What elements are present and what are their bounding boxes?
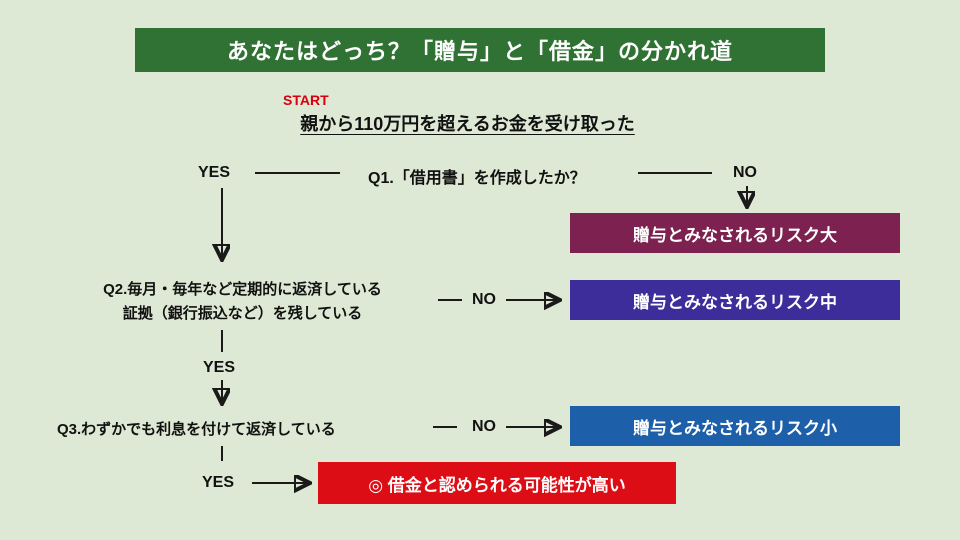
q1-yes-label: YES xyxy=(198,164,231,181)
q2-question-line1: Q2.毎月・毎年など定期的に返済している xyxy=(103,281,382,298)
page-title: あなたはどっち？「贈与」と「借金」の分かれ道 xyxy=(226,39,733,64)
result-risk-high-label: 贈与とみなされるリスク大 xyxy=(633,225,837,245)
q2-question: Q2.毎月・毎年など定期的に返済している 証拠（銀行振込など）を残している xyxy=(40,278,445,326)
q3-yes-label: YES xyxy=(202,474,235,491)
result-risk-mid-label: 贈与とみなされるリスク中 xyxy=(633,292,837,312)
q1-no-label: NO xyxy=(733,164,757,181)
q2-no-label: NO xyxy=(472,291,496,308)
q2-yes-label: YES xyxy=(203,359,236,376)
q3-question: Q3.わずかでも利息を付けて返済している xyxy=(57,421,336,438)
result-risk-low-label: 贈与とみなされるリスク小 xyxy=(633,418,837,438)
start-label: START xyxy=(283,92,329,108)
q2-question-line2: 証拠（銀行振込など）を残している xyxy=(122,305,363,322)
start-statement: 親から110万円を超えるお金を受け取った xyxy=(300,114,635,134)
result-risk-mid: 贈与とみなされるリスク中 xyxy=(570,280,900,320)
q1-question: Q1.「借用書」を作成したか？ xyxy=(368,170,586,187)
title-banner: あなたはどっち？「贈与」と「借金」の分かれ道 xyxy=(135,28,825,72)
result-loan: ◎ 借金と認められる可能性が高い xyxy=(318,462,676,504)
result-loan-label: ◎ 借金と認められる可能性が高い xyxy=(368,475,626,495)
q3-no-label: NO xyxy=(472,418,496,435)
result-risk-high: 贈与とみなされるリスク大 xyxy=(570,213,900,253)
result-risk-low: 贈与とみなされるリスク小 xyxy=(570,406,900,446)
